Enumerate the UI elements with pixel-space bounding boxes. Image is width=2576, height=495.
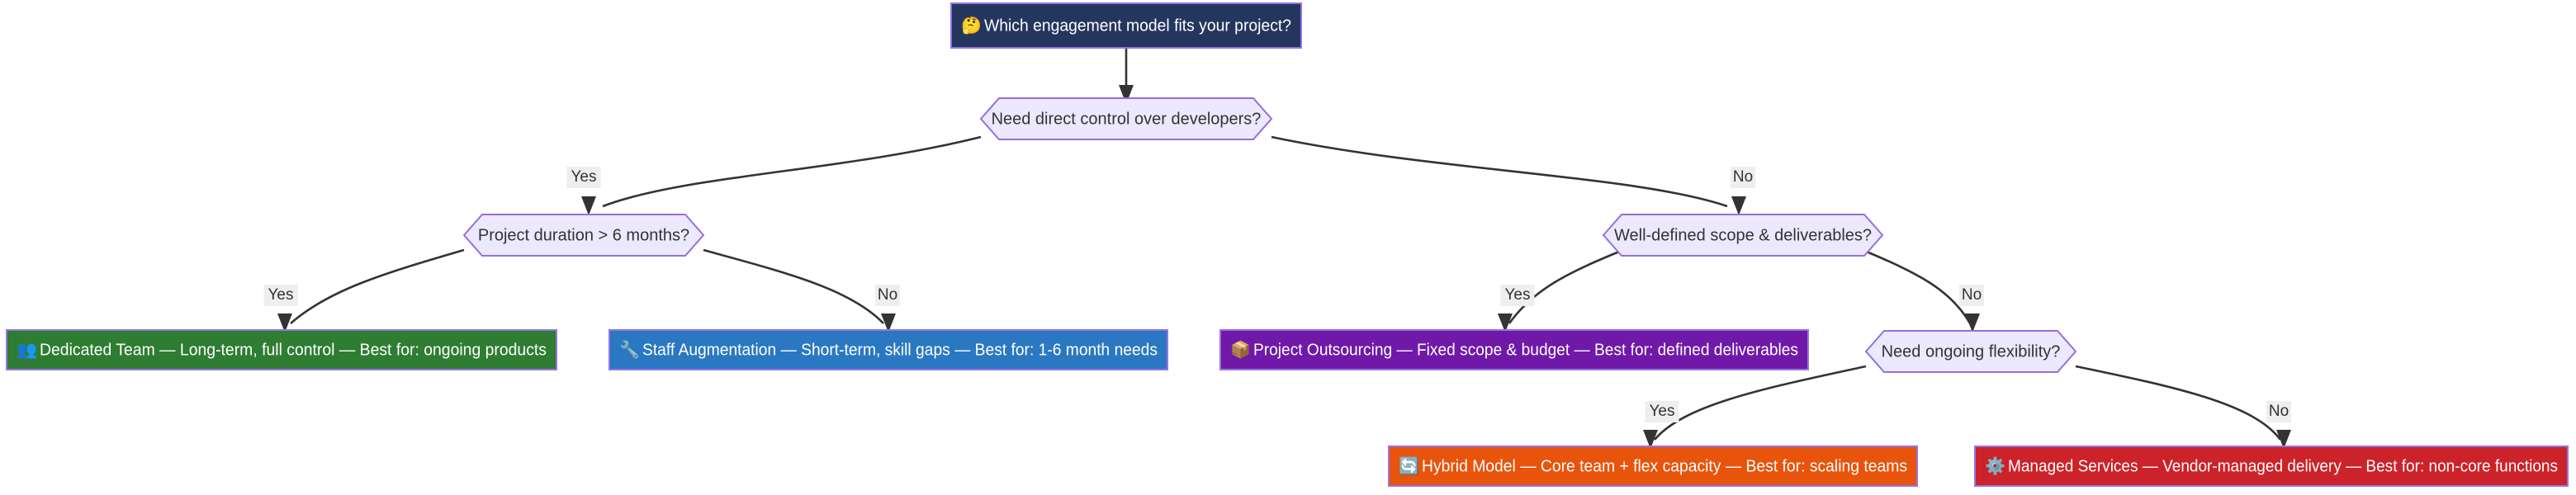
edge-label-e1: Yes	[566, 167, 601, 188]
edge-line	[2075, 365, 2282, 441]
edge-label-text: No	[878, 286, 897, 304]
node-t3[interactable]: 📦Project Outsourcing — Fixed scope & bud…	[1219, 329, 1809, 370]
edge-arrowhead	[1498, 314, 1513, 332]
edge-label-background	[1731, 167, 1755, 188]
thinking-face-emoji: 🤔	[961, 16, 982, 35]
edge-d1-to-d3	[1271, 135, 1746, 215]
terminal-node-label: Hybrid Model — Core team + flex capacity…	[1422, 457, 1907, 475]
edge-label-e2: No	[1731, 167, 1755, 188]
cycle-arrows-icon: 🔄	[1399, 456, 1419, 476]
start-node-label: Which engagement model fits your project…	[984, 16, 1291, 35]
edge-label-text: Yes	[1650, 403, 1675, 420]
node-t2[interactable]: 🔧Staff Augmentation — Short-term, skill …	[608, 329, 1168, 370]
start-node-box[interactable]	[950, 2, 1302, 49]
edge-d2-to-t2	[703, 248, 896, 332]
edge-label-background	[2266, 401, 2291, 422]
edge-d2-to-t1	[277, 248, 465, 332]
edge-label-text: No	[1733, 168, 1753, 186]
terminal-node-box[interactable]	[1974, 446, 2569, 487]
node-d3[interactable]: Well-defined scope & deliverables?	[1602, 214, 1884, 257]
decision-hexagon[interactable]	[979, 97, 1273, 140]
decision-node-label: Project duration > 6 months?	[478, 226, 689, 244]
edge-root-to-d1	[1119, 48, 1134, 104]
gear-icon: ⚙️	[1985, 456, 2005, 476]
node-t1[interactable]: 👥Dedicated Team — Long-term, full contro…	[6, 329, 557, 370]
edge-label-text: Yes	[571, 168, 597, 186]
terminal-node-box[interactable]	[608, 329, 1168, 370]
edge-d4-to-t4	[1643, 365, 1867, 449]
edge-line	[1508, 248, 1624, 324]
edge-arrowhead	[1643, 430, 1658, 449]
edge-d1-to-d2	[581, 135, 982, 215]
edges-layer	[277, 48, 2291, 449]
edge-line	[703, 248, 884, 324]
edge-label-text: Yes	[1505, 286, 1531, 304]
edge-label-background	[875, 285, 900, 306]
edge-label-text: Yes	[268, 286, 294, 304]
node-d2[interactable]: Project duration > 6 months?	[462, 214, 705, 257]
edge-label-background	[566, 167, 601, 188]
terminal-node-box[interactable]	[1219, 329, 1809, 370]
node-d4[interactable]: Need ongoing flexibility?	[1864, 330, 2077, 373]
edge-line	[290, 248, 465, 324]
edge-label-text: No	[1962, 286, 1982, 304]
package-box-icon: 📦	[1230, 340, 1251, 360]
edge-d3-to-t3	[1498, 248, 1624, 332]
edge-arrowhead	[1119, 85, 1134, 104]
edge-label-e5: Yes	[1500, 285, 1535, 306]
edge-line	[1862, 248, 1972, 324]
edge-label-e6: No	[1959, 285, 1984, 306]
edge-arrowhead	[581, 196, 596, 215]
terminal-node-box[interactable]	[6, 329, 557, 370]
decision-node-label: Well-defined scope & deliverables?	[1614, 226, 1872, 244]
node-root[interactable]: 🤔Which engagement model fits your projec…	[950, 2, 1302, 49]
edge-line	[1271, 135, 1728, 208]
edge-d4-to-t5	[2075, 365, 2291, 449]
edge-arrowhead	[881, 314, 896, 332]
decision-hexagon[interactable]	[1602, 214, 1884, 257]
decision-hexagon[interactable]	[1864, 330, 2077, 373]
edge-line	[1654, 365, 1867, 441]
edge-line	[602, 135, 982, 208]
terminal-node-label: Managed Services — Vendor-managed delive…	[2008, 457, 2558, 475]
edge-label-e8: No	[2266, 401, 2291, 422]
edge-arrowhead	[2276, 430, 2291, 449]
terminal-node-box[interactable]	[1388, 446, 1918, 487]
edge-label-e3: Yes	[263, 285, 298, 306]
decision-hexagon[interactable]	[462, 214, 705, 257]
edge-label-background	[263, 285, 298, 306]
wrench-icon: 🔧	[619, 340, 640, 360]
edge-label-e7: Yes	[1645, 401, 1679, 422]
nodes-layer: 🤔Which engagement model fits your projec…	[6, 2, 2569, 487]
two-people-icon: 👥	[17, 340, 37, 360]
node-d1[interactable]: Need direct control over developers?	[979, 97, 1273, 140]
edge-arrowhead	[1965, 314, 1980, 332]
decision-node-label: Need direct control over developers?	[992, 110, 1262, 128]
node-t5[interactable]: ⚙️Managed Services — Vendor-managed deli…	[1974, 446, 2569, 487]
edge-label-background	[1500, 285, 1535, 306]
edge-label-background	[1645, 401, 1679, 422]
terminal-node-label: Staff Augmentation — Short-term, skill g…	[642, 341, 1158, 359]
edge-label-e4: No	[875, 285, 900, 306]
edge-d3-to-d4	[1862, 248, 1980, 332]
edge-label-text: No	[2269, 403, 2289, 420]
edge-arrowhead	[1731, 196, 1746, 215]
node-t4[interactable]: 🔄Hybrid Model — Core team + flex capacit…	[1388, 446, 1918, 487]
edge-label-background	[1959, 285, 1984, 306]
terminal-node-label: Project Outsourcing — Fixed scope & budg…	[1253, 341, 1798, 359]
terminal-node-label: Dedicated Team — Long-term, full control…	[40, 341, 547, 359]
decision-node-label: Need ongoing flexibility?	[1882, 342, 2061, 361]
edge-arrowhead	[277, 314, 292, 332]
